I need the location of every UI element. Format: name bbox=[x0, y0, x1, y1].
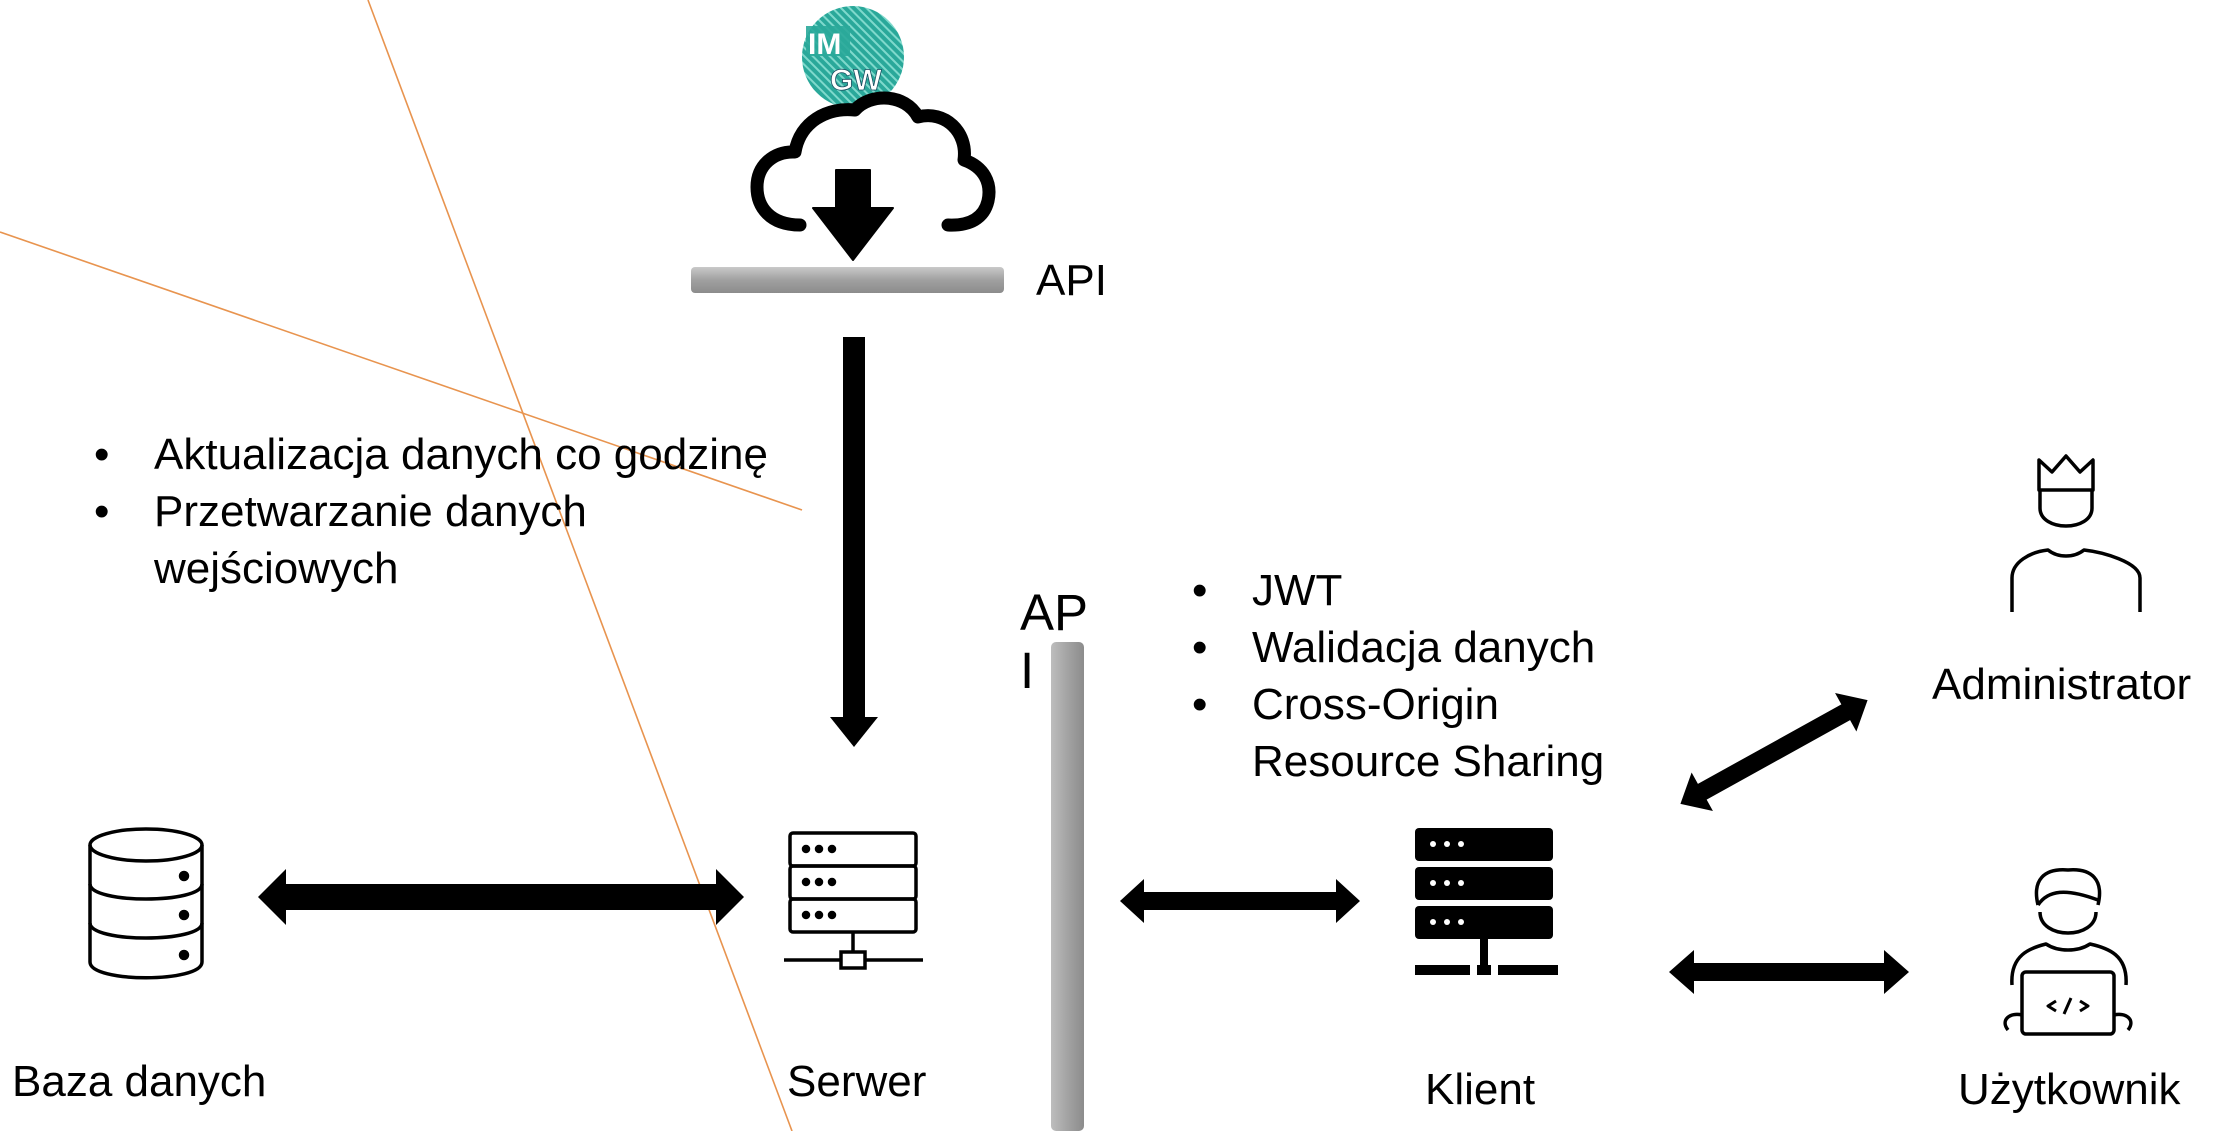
client-server-icon bbox=[1415, 828, 1558, 975]
api-client-arrow bbox=[1120, 879, 1360, 923]
api-bar-vertical bbox=[1051, 642, 1084, 1131]
imgw-logo: IM GW bbox=[802, 6, 904, 108]
developer-user-icon bbox=[2003, 868, 2133, 1036]
cloud-download-icon bbox=[750, 91, 996, 261]
api-note-item: Walidacja danych bbox=[1186, 619, 1666, 676]
client-user-arrow bbox=[1669, 950, 1909, 994]
server-label: Serwer bbox=[787, 1057, 927, 1106]
svg-text:GW: GW bbox=[830, 64, 882, 97]
database-label: Baza danych bbox=[12, 1057, 267, 1106]
api-note-item: Cross-Origin Resource Sharing bbox=[1186, 676, 1632, 790]
admin-icon bbox=[2010, 454, 2142, 612]
api-vertical-label: AP I bbox=[1020, 584, 1088, 699]
api-notes-list: JWT Walidacja danych Cross-Origin Resour… bbox=[1186, 562, 1666, 790]
user-label: Użytkownik bbox=[1958, 1065, 2181, 1114]
server-icon bbox=[784, 831, 923, 970]
api-top-label: API bbox=[1036, 256, 1107, 305]
svg-text:IM: IM bbox=[808, 28, 841, 61]
server-note-item: Aktualizacja danych co godzinę bbox=[88, 426, 868, 483]
admin-label: Administrator bbox=[1932, 660, 2192, 709]
server-notes-list: Aktualizacja danych co godzinę Przetwarz… bbox=[88, 426, 868, 597]
client-label: Klient bbox=[1425, 1065, 1536, 1114]
database-icon bbox=[88, 827, 204, 980]
server-note-item: Przetwarzanie danych wejściowych bbox=[88, 483, 674, 597]
db-server-arrow bbox=[258, 869, 744, 925]
api-note-item: JWT bbox=[1186, 562, 1666, 619]
api-bar-horizontal bbox=[691, 267, 1004, 293]
client-admin-arrow bbox=[1680, 693, 1868, 811]
